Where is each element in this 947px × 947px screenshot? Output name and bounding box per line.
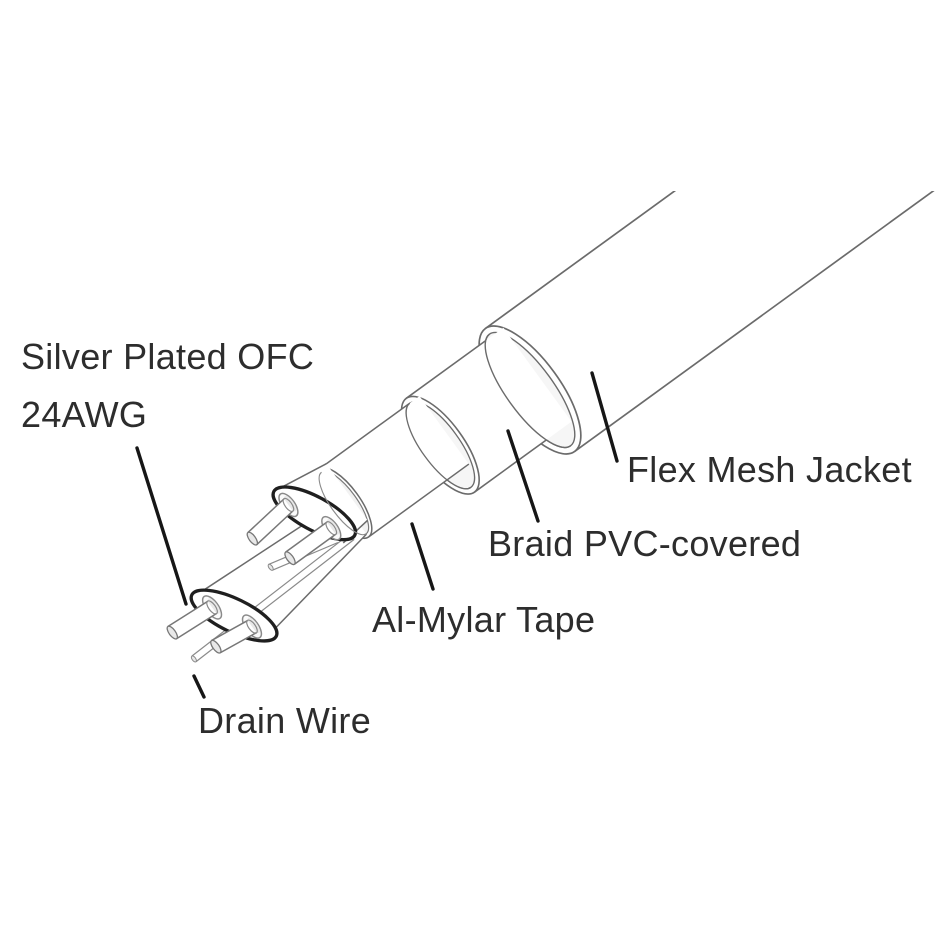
label-al-mylar-tape: Al-Mylar Tape xyxy=(372,599,596,640)
conductor-wires-front xyxy=(166,600,258,654)
label-drain-wire: Drain Wire xyxy=(198,700,372,741)
callout-line-jacket xyxy=(590,371,619,463)
label-braid-pvc-covered: Braid PVC-covered xyxy=(488,523,802,564)
mylar-opening-rim xyxy=(318,471,367,536)
twisted-pair-back xyxy=(246,463,369,571)
label-24awg: 24AWG xyxy=(21,394,148,435)
callout-line-braid xyxy=(506,429,540,523)
cable-assembly xyxy=(166,191,947,663)
callout-line-tape xyxy=(410,522,435,591)
label-silver-plated-ofc: Silver Plated OFC xyxy=(21,336,315,377)
label-flex-mesh-jacket: Flex Mesh Jacket xyxy=(627,449,912,490)
callout-lines xyxy=(135,371,619,699)
callout-line-drain xyxy=(192,674,206,699)
conductor-wires-back xyxy=(246,497,338,566)
callout-line-conductor xyxy=(135,446,188,606)
